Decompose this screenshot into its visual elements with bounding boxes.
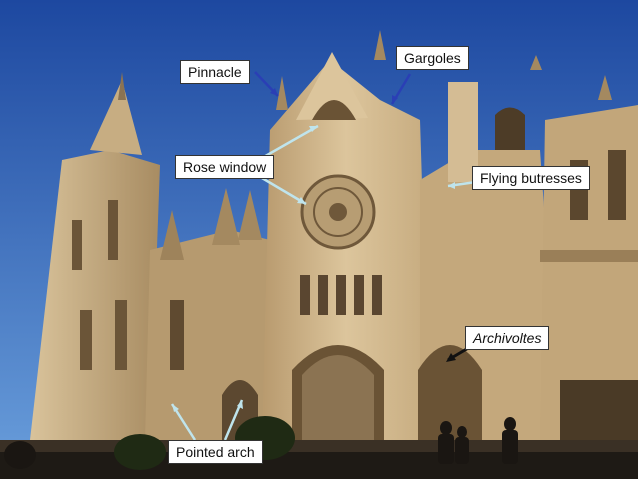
right-tower: [418, 55, 560, 440]
rose-window-arrow-lower: [261, 176, 307, 206]
people-silhouettes: [4, 417, 518, 469]
archivoltes-label: Archivoltes: [465, 326, 550, 350]
right-wing: [540, 75, 638, 440]
rose-window-arrow-upper: [261, 124, 319, 160]
main-facade: [262, 30, 430, 440]
gargoles-label: Gargoles: [396, 46, 469, 70]
pointed-arch-label: Pointed arch: [168, 440, 263, 464]
left-wing: [145, 188, 290, 440]
flying-butresses-label: Flying butresses: [472, 166, 590, 190]
pinnacle-label: Pinnacle: [180, 60, 250, 84]
left-tower: [30, 72, 160, 440]
rose-window-label: Rose window: [175, 155, 275, 179]
